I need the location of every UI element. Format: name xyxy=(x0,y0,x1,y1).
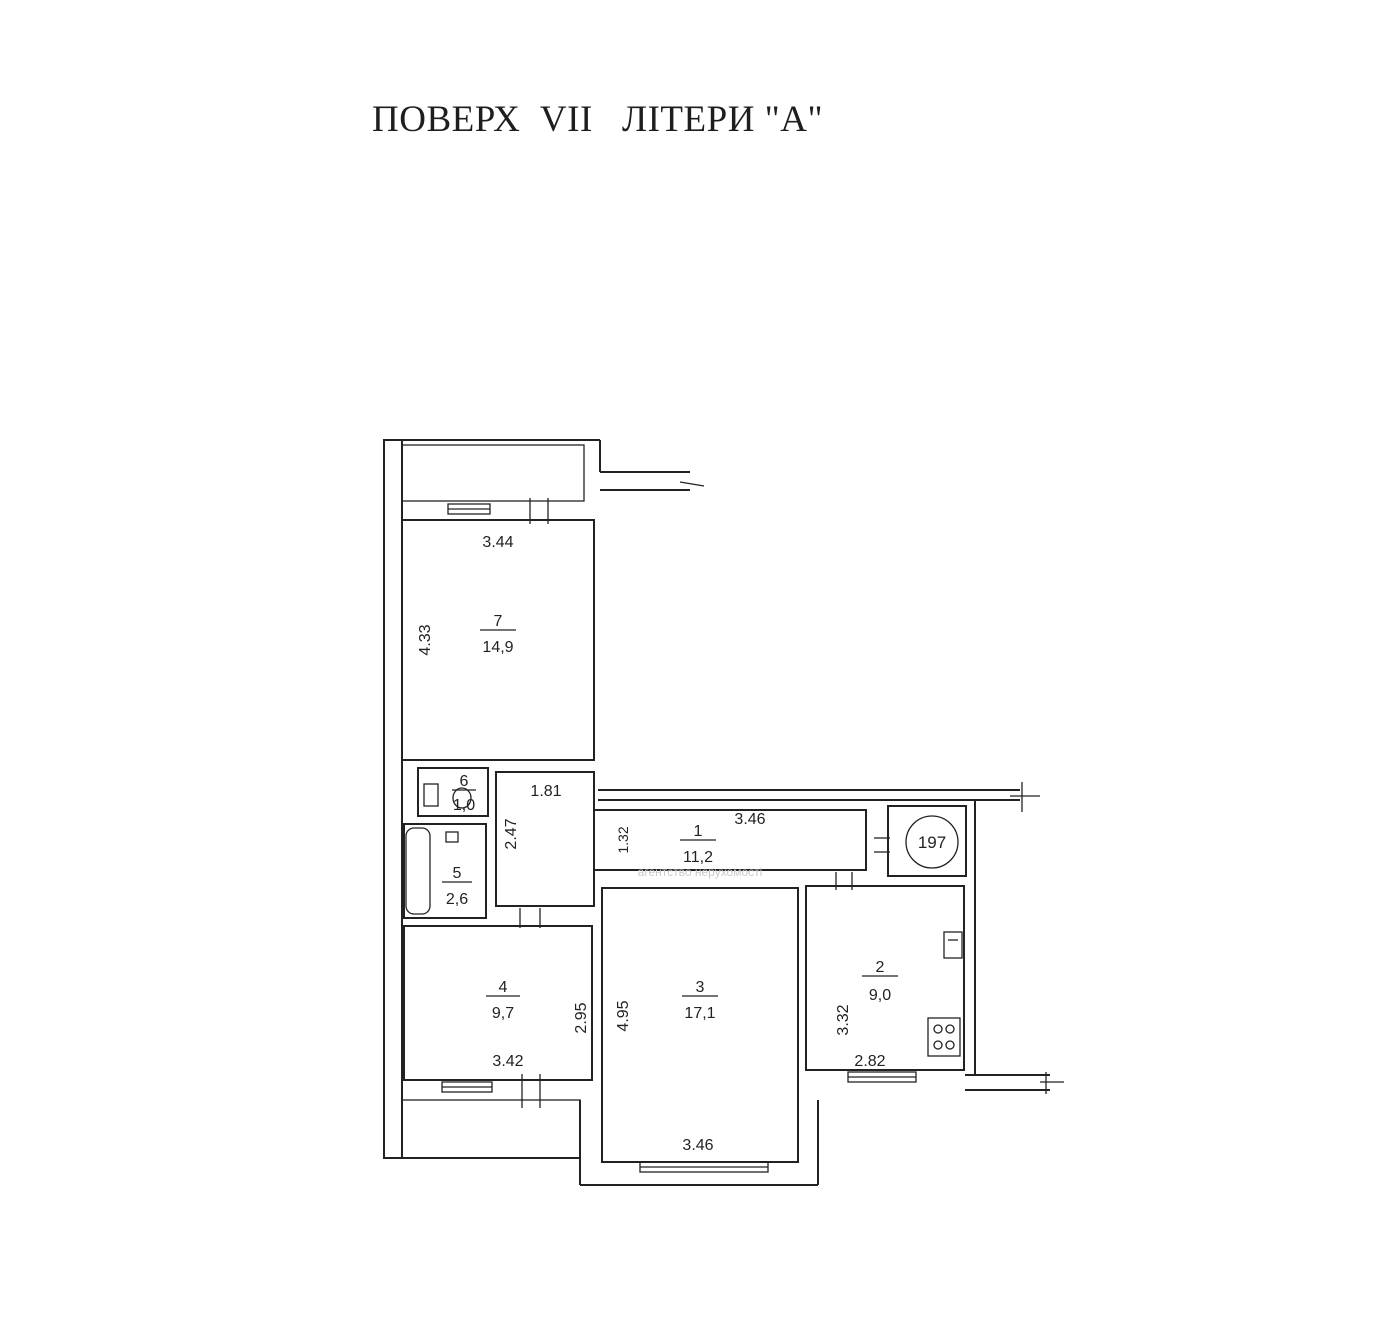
door-marks xyxy=(519,481,1064,1108)
room-number: 4 xyxy=(499,979,508,996)
dim-r3-width: 3.46 xyxy=(682,1137,713,1154)
room-4-outline xyxy=(403,925,593,1081)
room-area: 2,6 xyxy=(446,891,468,908)
room-7-outline xyxy=(401,519,595,761)
floor-title: ПОВЕРХ VII ЛІТЕРИ "А" xyxy=(372,99,824,140)
room-number: 6 xyxy=(460,773,469,790)
balcony-bottom xyxy=(401,1099,581,1159)
room-area: 9,7 xyxy=(492,1005,514,1022)
dim-r3-height: 4.95 xyxy=(615,1000,632,1031)
room-1-label: 1 11,2 xyxy=(680,823,716,866)
dim-r7-height: 4.33 xyxy=(417,624,434,655)
dim-r2-height: 3.32 xyxy=(835,1004,852,1035)
dim-r4-height: 2.95 xyxy=(573,1002,590,1033)
dim-r7-width: 3.44 xyxy=(482,534,513,551)
corridor-outline xyxy=(593,809,867,871)
room-5-outline xyxy=(403,823,487,919)
apartment-number-circle xyxy=(905,815,959,869)
room-area: 17,1 xyxy=(684,1005,715,1022)
balcony-top xyxy=(401,444,585,502)
outer-walls xyxy=(383,439,1050,1186)
sink-icon xyxy=(943,931,963,959)
dim-hall-height: 2.47 xyxy=(503,818,520,849)
dim-corridor-height: 1.32 xyxy=(615,826,631,853)
room-area: 1,0 xyxy=(453,797,475,814)
bathtub-icon xyxy=(405,827,459,915)
room-2-label: 2 9,0 xyxy=(862,959,898,1004)
room-area: 9,0 xyxy=(869,987,891,1004)
room-area: 14,9 xyxy=(482,639,513,656)
apartment-number: 197 xyxy=(918,833,946,852)
room-area: 11,2 xyxy=(683,849,713,866)
room-number: 1 xyxy=(694,823,703,840)
room-number: 3 xyxy=(696,979,705,996)
room-6-label: 6 1,0 xyxy=(452,773,476,814)
watermark: агентство нерухомості xyxy=(638,865,763,879)
room-number: 5 xyxy=(453,865,462,882)
room-4-label: 4 9,7 xyxy=(486,979,520,1022)
room-2-outline xyxy=(805,885,965,1071)
stove-icon xyxy=(927,1017,961,1057)
room-number: 2 xyxy=(876,959,885,976)
room-6-outline xyxy=(417,767,489,817)
room-7-label: 7 14,9 xyxy=(480,613,516,656)
dim-corridor-width: 3.46 xyxy=(734,811,765,828)
room-3-label: 3 17,1 xyxy=(682,979,718,1022)
dim-hall-width: 1.81 xyxy=(530,783,561,800)
dim-r2-width: 2.82 xyxy=(854,1053,885,1070)
room-number: 7 xyxy=(494,613,503,630)
windows xyxy=(441,503,917,1173)
dim-r4-width: 3.42 xyxy=(492,1053,523,1070)
room-5-label: 5 2,6 xyxy=(442,865,472,908)
toilet-icon xyxy=(423,783,472,809)
dimension-labels: 3.44 4.33 1.81 2.47 3.46 1.32 2.95 3.42 … xyxy=(417,534,886,1154)
shaft-outline xyxy=(887,805,967,877)
